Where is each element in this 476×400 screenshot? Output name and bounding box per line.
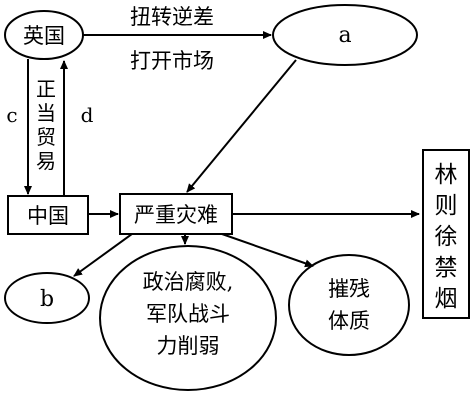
- label-c: c: [6, 103, 17, 127]
- node-lin-char-1: 林: [435, 162, 458, 188]
- node-politics-line-1: 政治腐败,: [143, 270, 234, 294]
- node-b-label: b: [40, 287, 54, 312]
- node-body-line-1: 摧残: [328, 277, 370, 301]
- label-d: d: [81, 103, 94, 127]
- node-politics-line-3: 力削弱: [157, 334, 220, 358]
- node-lin-char-3: 徐: [435, 224, 458, 250]
- node-britain: 英国: [4, 10, 84, 60]
- node-politics-line-2: 军队战斗: [146, 302, 230, 326]
- label-open-market: 打开市场: [130, 49, 214, 73]
- node-china-label: 中国: [27, 204, 69, 228]
- node-body: 摧残 体质: [288, 254, 410, 356]
- node-britain-label: 英国: [23, 24, 65, 48]
- node-lin-char-2: 则: [435, 193, 458, 219]
- node-b: b: [4, 272, 90, 324]
- node-politics: 政治腐败, 军队战斗 力削弱: [99, 245, 277, 391]
- node-lin-char-5: 烟: [435, 286, 458, 312]
- arrow-disaster-to-b: [73, 233, 133, 277]
- node-a-label: a: [338, 23, 351, 48]
- node-china: 中国: [7, 195, 89, 235]
- label-trade-char-2: 当: [36, 101, 56, 125]
- node-body-line-2: 体质: [328, 309, 370, 333]
- label-trade-char-1: 正: [36, 77, 56, 101]
- arrow-a-to-disaster: [186, 59, 297, 193]
- node-disaster-label: 严重灾难: [134, 203, 218, 227]
- label-reverse-deficit: 扭转逆差: [130, 5, 214, 29]
- label-trade-char-3: 贸: [36, 125, 56, 149]
- node-disaster: 严重灾难: [119, 193, 233, 235]
- node-lin-char-4: 禁: [435, 255, 458, 281]
- node-a: a: [272, 4, 418, 66]
- arrow-disaster-to-body: [221, 233, 314, 268]
- label-trade-char-4: 易: [36, 149, 56, 173]
- node-lin-zexu: 林 则 徐 禁 烟: [422, 149, 470, 319]
